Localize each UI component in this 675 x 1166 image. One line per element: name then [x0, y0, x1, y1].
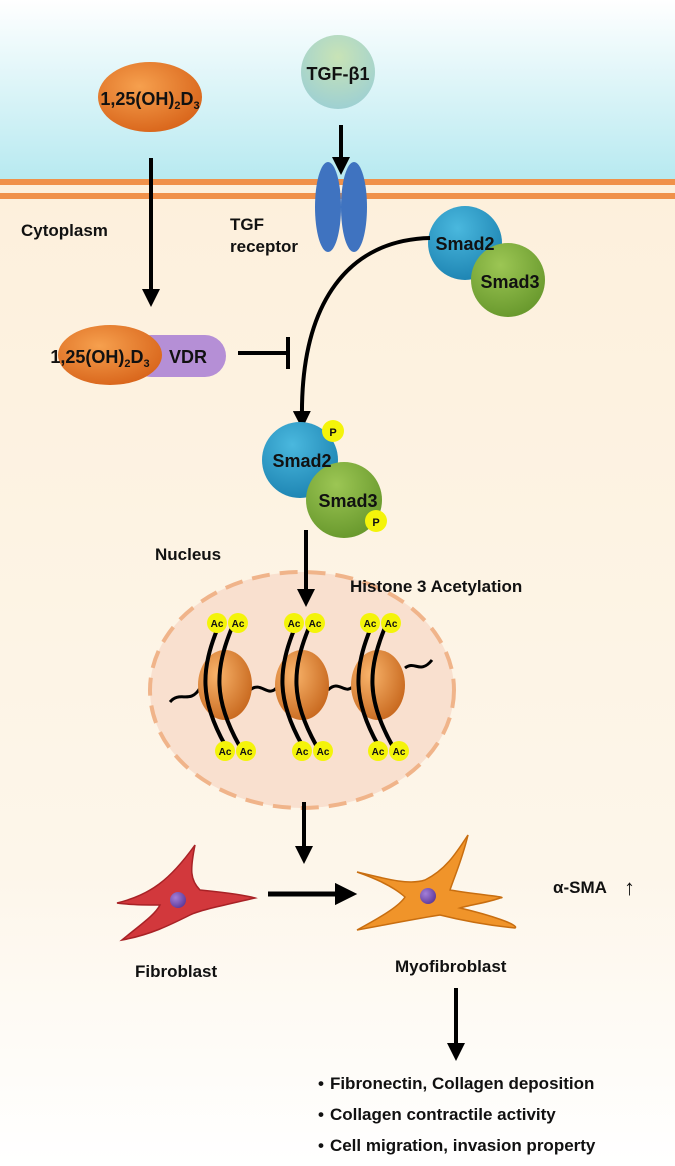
tgf-receptor-icon: [315, 162, 367, 252]
vdr-label: VDR: [169, 347, 207, 367]
fibroblast-cell-icon: [116, 844, 258, 942]
upregulation-arrow-icon: ↑: [624, 875, 635, 900]
svg-text:P: P: [372, 517, 379, 529]
acetyl-group-icon: [284, 613, 304, 633]
tgf-beta1-ligand: TGF-β1: [301, 35, 375, 109]
histone-tail: [356, 624, 380, 746]
acetyl-group-icon: [228, 613, 248, 633]
outcome-item: •Cell migration, invasion property: [318, 1136, 596, 1155]
vitd-vdr-complex: 1,25(OH)2D3 VDR: [50, 325, 226, 385]
acetyl-group-icon: [292, 741, 312, 761]
dna-strand: [168, 658, 434, 704]
nucleosome-icon: [351, 650, 405, 720]
acetyl-group-icon: [236, 741, 256, 761]
phospho-icon: [322, 420, 344, 442]
fibroblast-label: Fibroblast: [135, 962, 218, 981]
acetyl-group-icon: [360, 613, 380, 633]
acetyl-label: Ac: [296, 747, 309, 758]
acetyl-label: Ac: [309, 619, 322, 630]
histone-tail: [217, 624, 241, 746]
acetyl-group-icon: [215, 741, 235, 761]
histone-tail: [294, 624, 318, 746]
svg-text:P: P: [329, 427, 336, 439]
smad3-label: Smad3: [480, 272, 539, 292]
receptor-label-line2: receptor: [230, 237, 298, 256]
receptor-label-line1: TGF: [230, 215, 264, 234]
myofibroblast-cell-icon: [356, 834, 517, 931]
histone-tail: [203, 624, 227, 746]
histone-tail: [280, 624, 304, 746]
histone-acetylation-label: Histone 3 Acetylation: [350, 577, 522, 596]
smad-complex-inactive: Smad2 Smad3: [428, 206, 545, 317]
nucleus-label: Nucleus: [155, 545, 221, 564]
outcomes-list: •Fibronectin, Collagen deposition •Colla…: [318, 1074, 596, 1155]
myofibroblast-label: Myofibroblast: [395, 957, 507, 976]
tgf-beta1-label: TGF-β1: [307, 64, 370, 84]
acetyl-label: Ac: [317, 747, 330, 758]
smad-phosphorylation-arrow: [292, 236, 431, 429]
acetyl-label: Ac: [211, 619, 224, 630]
acetyl-label: Ac: [288, 619, 301, 630]
cytoplasm-label: Cytoplasm: [21, 221, 108, 240]
vitamin-d-label: 1,25(OH)2D3: [100, 89, 199, 112]
acetyl-group-icon: [389, 741, 409, 761]
acetyl-label: Ac: [372, 747, 385, 758]
acetyl-group-icon: [313, 741, 333, 761]
outcome-item: •Collagen contractile activity: [318, 1105, 556, 1124]
vitamin-d-molecule: 1,25(OH)2D3: [98, 62, 202, 132]
acetyl-group-icon: [305, 613, 325, 633]
smad2-label: Smad2: [435, 234, 494, 254]
nucleosome-icon: [198, 650, 252, 720]
smad-complex-phosphorylated: P P Smad2 Smad3: [262, 420, 387, 538]
nucleosome-icon: [275, 650, 329, 720]
acetyl-label: Ac: [232, 619, 245, 630]
outcome-item: •Fibronectin, Collagen deposition: [318, 1074, 594, 1093]
acetyl-label: Ac: [385, 619, 398, 630]
acetyl-label: Ac: [219, 747, 232, 758]
acetyl-label: Ac: [364, 619, 377, 630]
histone-tail: [370, 624, 394, 746]
acetyl-group-icon: [368, 741, 388, 761]
smad3-p-label: Smad3: [318, 491, 377, 511]
vitd-complex-label: 1,25(OH)2D3: [50, 347, 149, 370]
acetyl-label: Ac: [240, 747, 253, 758]
inhibition-bar-icon: [238, 337, 290, 369]
acetyl-label: Ac: [393, 747, 406, 758]
alpha-sma-label: α-SMA: [553, 878, 607, 897]
phospho-icon: [365, 510, 387, 532]
smad2-p-label: Smad2: [272, 451, 331, 471]
acetyl-group-icon: [381, 613, 401, 633]
acetyl-group-icon: [207, 613, 227, 633]
